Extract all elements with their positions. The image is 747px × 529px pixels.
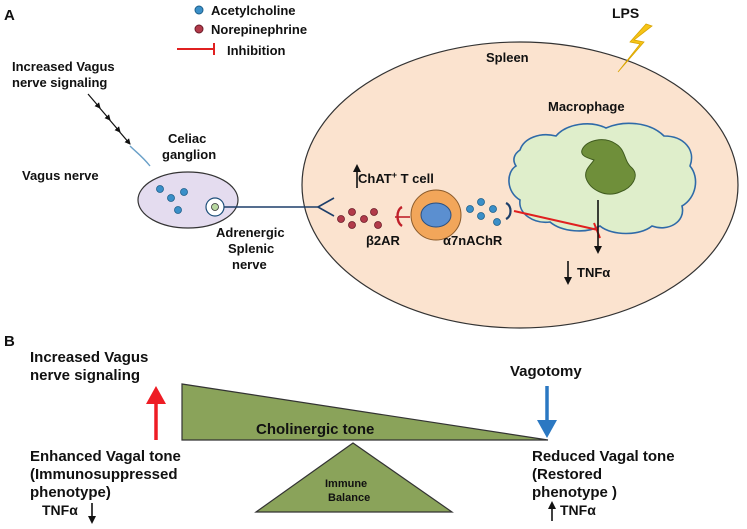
adrenergic-line3: nerve <box>232 257 267 272</box>
macrophage-label: Macrophage <box>548 99 625 114</box>
enhanced-line2: (Immunosuppressed <box>30 466 178 483</box>
blue-down-arrow-head <box>537 420 557 438</box>
reduced-line3: phenotype ) <box>532 484 617 501</box>
panel-b-label: B <box>4 333 15 350</box>
increased-signal-line2: nerve signaling <box>12 75 107 90</box>
legend-norepinephrine-label: Norepinephrine <box>211 22 307 37</box>
ganglion-acetylcholine-dots <box>156 185 188 214</box>
immune-line2: Balance <box>328 492 370 504</box>
reduced-line1: Reduced Vagal tone <box>532 448 675 465</box>
enhanced-line3: phenotype) <box>30 484 111 501</box>
a7nachr-label: α7nAChR <box>443 233 503 248</box>
signal-arrow-chain <box>87 93 151 167</box>
red-up-arrow-head <box>146 386 166 404</box>
legend-inhibition-label: Inhibition <box>227 43 286 58</box>
increased-signal-line1: Increased Vagus <box>12 59 115 74</box>
tcell-acetylcholine-dots <box>466 198 501 226</box>
nerve-terminal-upper <box>317 197 335 208</box>
reduced-tnf: TNFα <box>560 502 596 518</box>
t-cell-nucleus <box>420 202 452 228</box>
macrophage-nucleus <box>581 139 636 195</box>
enhanced-line1: Enhanced Vagal tone <box>30 448 181 465</box>
b2ar-label: β2AR <box>366 233 401 248</box>
norepinephrine-dots <box>337 208 382 229</box>
increased-b-line1: Increased Vagus <box>30 349 148 366</box>
legend-acetylcholine-label: Acetylcholine <box>211 3 296 18</box>
immune-line1: Immune <box>325 478 367 490</box>
reduced-line2: (Restored <box>532 466 602 483</box>
celiac-line1: Celiac <box>168 131 206 146</box>
chat-label: ChAT+ T cell <box>358 170 434 186</box>
panel-a-label: A <box>4 7 15 24</box>
enhanced-tnf: TNFα <box>42 502 78 518</box>
adrenergic-line1: Adrenergic <box>216 225 285 240</box>
increased-b-line2: nerve signaling <box>30 367 140 384</box>
immune-fulcrum <box>254 442 454 513</box>
a7nachr-receptor <box>505 202 512 220</box>
nerve-terminal-lower <box>317 206 335 217</box>
cholinergic-wedge <box>181 383 549 441</box>
vagotomy-label: Vagotomy <box>510 363 582 380</box>
legend-norepinephrine-dot <box>194 24 204 34</box>
ganglion-neuron-core <box>211 203 219 211</box>
adrenergic-line2: Splenic <box>228 241 274 256</box>
tnf-label: TNFα <box>577 265 610 280</box>
celiac-ganglion <box>137 171 239 229</box>
cholinergic-label: Cholinergic tone <box>256 421 374 438</box>
legend-acetylcholine-dot <box>194 5 204 15</box>
lps-label: LPS <box>612 5 639 21</box>
inhibition-line <box>513 210 599 231</box>
celiac-line2: ganglion <box>162 147 216 162</box>
legend: Acetylcholine Norepinephrine Inhibition <box>177 3 307 58</box>
inhibition-bar <box>593 222 601 239</box>
vagus-nerve-label: Vagus nerve <box>22 168 99 183</box>
b2ar-receptor <box>396 205 403 227</box>
spleen-label: Spleen <box>486 50 529 65</box>
lightning-icon <box>617 23 653 73</box>
